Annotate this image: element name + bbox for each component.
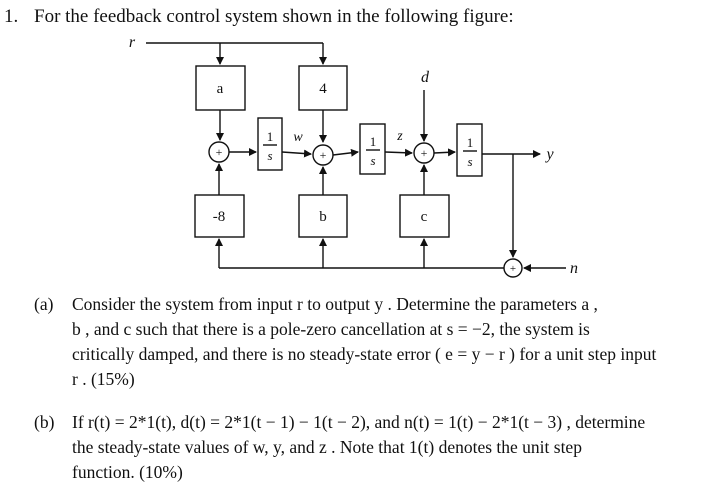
part-a-line-1: Consider the system from input r to outp… (72, 294, 598, 314)
signal-d: d (421, 69, 430, 86)
part-a-line-2: b , and c such that there is a pole-zero… (72, 319, 590, 339)
integrator-3-num: 1 (467, 135, 474, 150)
integrator-1 (257, 117, 283, 171)
integrator-2 (359, 123, 386, 175)
part-b-line-3: function. (10%) (72, 462, 183, 482)
block-diagram: a 4 -8 b c 1 s 1 s 1 s + + + + r w z d y… (129, 34, 578, 278)
signal-n: n (570, 260, 578, 277)
block-c-label: c (421, 209, 428, 225)
integrator-3 (456, 123, 483, 177)
part-a-line-3: critically damped, and there is no stead… (72, 344, 657, 364)
part-b-line-1: If r(t) = 2*1(t), d(t) = 2*1(t − 1) − 1(… (72, 412, 646, 432)
part-b-line-2: the steady-state values of w, y, and z .… (72, 437, 582, 457)
block-4-label: 4 (319, 81, 327, 97)
sum-3-sign: + (421, 146, 428, 160)
part-a-tag: (a) (34, 294, 54, 314)
integrator-1-num: 1 (267, 129, 274, 144)
signal-r: r (129, 34, 136, 51)
integrator-2-num: 1 (370, 134, 377, 149)
question-number: 1. (4, 6, 19, 27)
question-text: For the feedback control system shown in… (34, 6, 514, 27)
block-minus8-label: -8 (213, 209, 226, 225)
sum-2-sign: + (320, 148, 327, 162)
sum-1-sign: + (216, 145, 223, 159)
signal-z: z (396, 129, 403, 144)
integrator-1-den: s (267, 148, 272, 163)
integrator-2-den: s (370, 153, 375, 168)
part-b-tag: (b) (34, 412, 55, 432)
block-a-label: a (217, 81, 224, 97)
sum-4-sign: + (510, 263, 516, 275)
block-b-label: b (319, 209, 327, 225)
part-a-line-4: r . (15%) (72, 369, 135, 389)
integrator-3-den: s (467, 154, 472, 169)
signal-w: w (293, 130, 303, 145)
signal-y: y (544, 146, 554, 163)
